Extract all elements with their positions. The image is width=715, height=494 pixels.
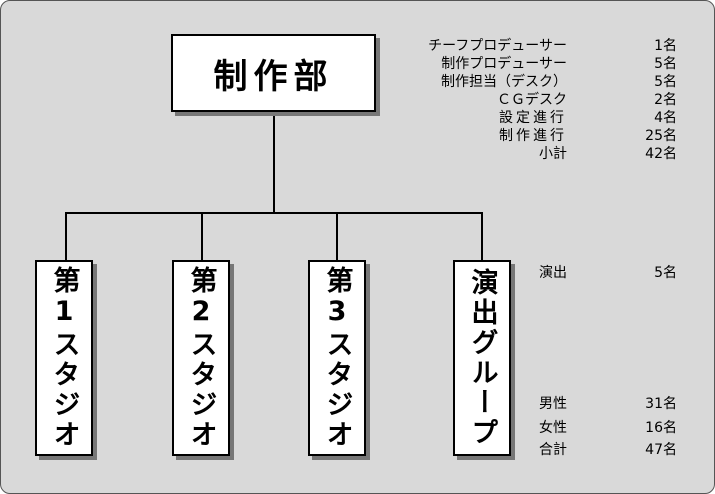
unit-label: 第2スタジオ (185, 266, 217, 450)
stat-value: 47名 (645, 442, 677, 458)
stat-value: 25名 (645, 128, 677, 144)
stat-label: チーフプロデューサー (428, 38, 567, 54)
top-node-production-dept: 制作部 (171, 34, 376, 112)
stat-value: 42名 (645, 146, 677, 162)
unit-label: 第3スタジオ (321, 266, 353, 450)
stat-label: 合計 (539, 442, 567, 458)
connector-drop-4 (481, 212, 483, 260)
stat-value: 31名 (645, 396, 677, 412)
connector-drop-1 (65, 212, 67, 260)
stat-value: 1名 (654, 38, 677, 54)
stat-value: 5名 (654, 265, 677, 281)
unit-node-studio-3: 第3スタジオ (308, 260, 366, 456)
connector-horizontal (65, 212, 483, 214)
stat-label: ＣＧデスク (497, 92, 567, 108)
stat-value: 4名 (654, 110, 677, 126)
connector-drop-2 (201, 212, 203, 260)
stat-label: 女性 (539, 420, 567, 436)
stat-label: 制作進行 (499, 128, 567, 144)
unit-label: 第1スタジオ (48, 266, 80, 450)
connector-trunk (273, 112, 275, 214)
top-node-label: 制作部 (213, 56, 334, 97)
connector-drop-3 (336, 212, 338, 260)
unit-node-studio-2: 第2スタジオ (172, 260, 230, 456)
stat-label: 制作担当（デスク） (441, 74, 567, 90)
stat-label: 小計 (539, 146, 567, 162)
stat-label: 設定進行 (499, 110, 567, 126)
stat-value: 5名 (654, 56, 677, 72)
unit-label: 演出グループ (466, 268, 498, 448)
unit-node-direction-group: 演出グループ (453, 260, 511, 456)
stat-label: 制作プロデューサー (441, 56, 567, 72)
stat-label: 男性 (539, 396, 567, 412)
stat-value: 16名 (645, 420, 677, 436)
stat-value: 2名 (654, 92, 677, 108)
stat-value: 5名 (654, 74, 677, 90)
unit-node-studio-1: 第1スタジオ (35, 260, 93, 456)
stat-label: 演出 (539, 265, 567, 281)
